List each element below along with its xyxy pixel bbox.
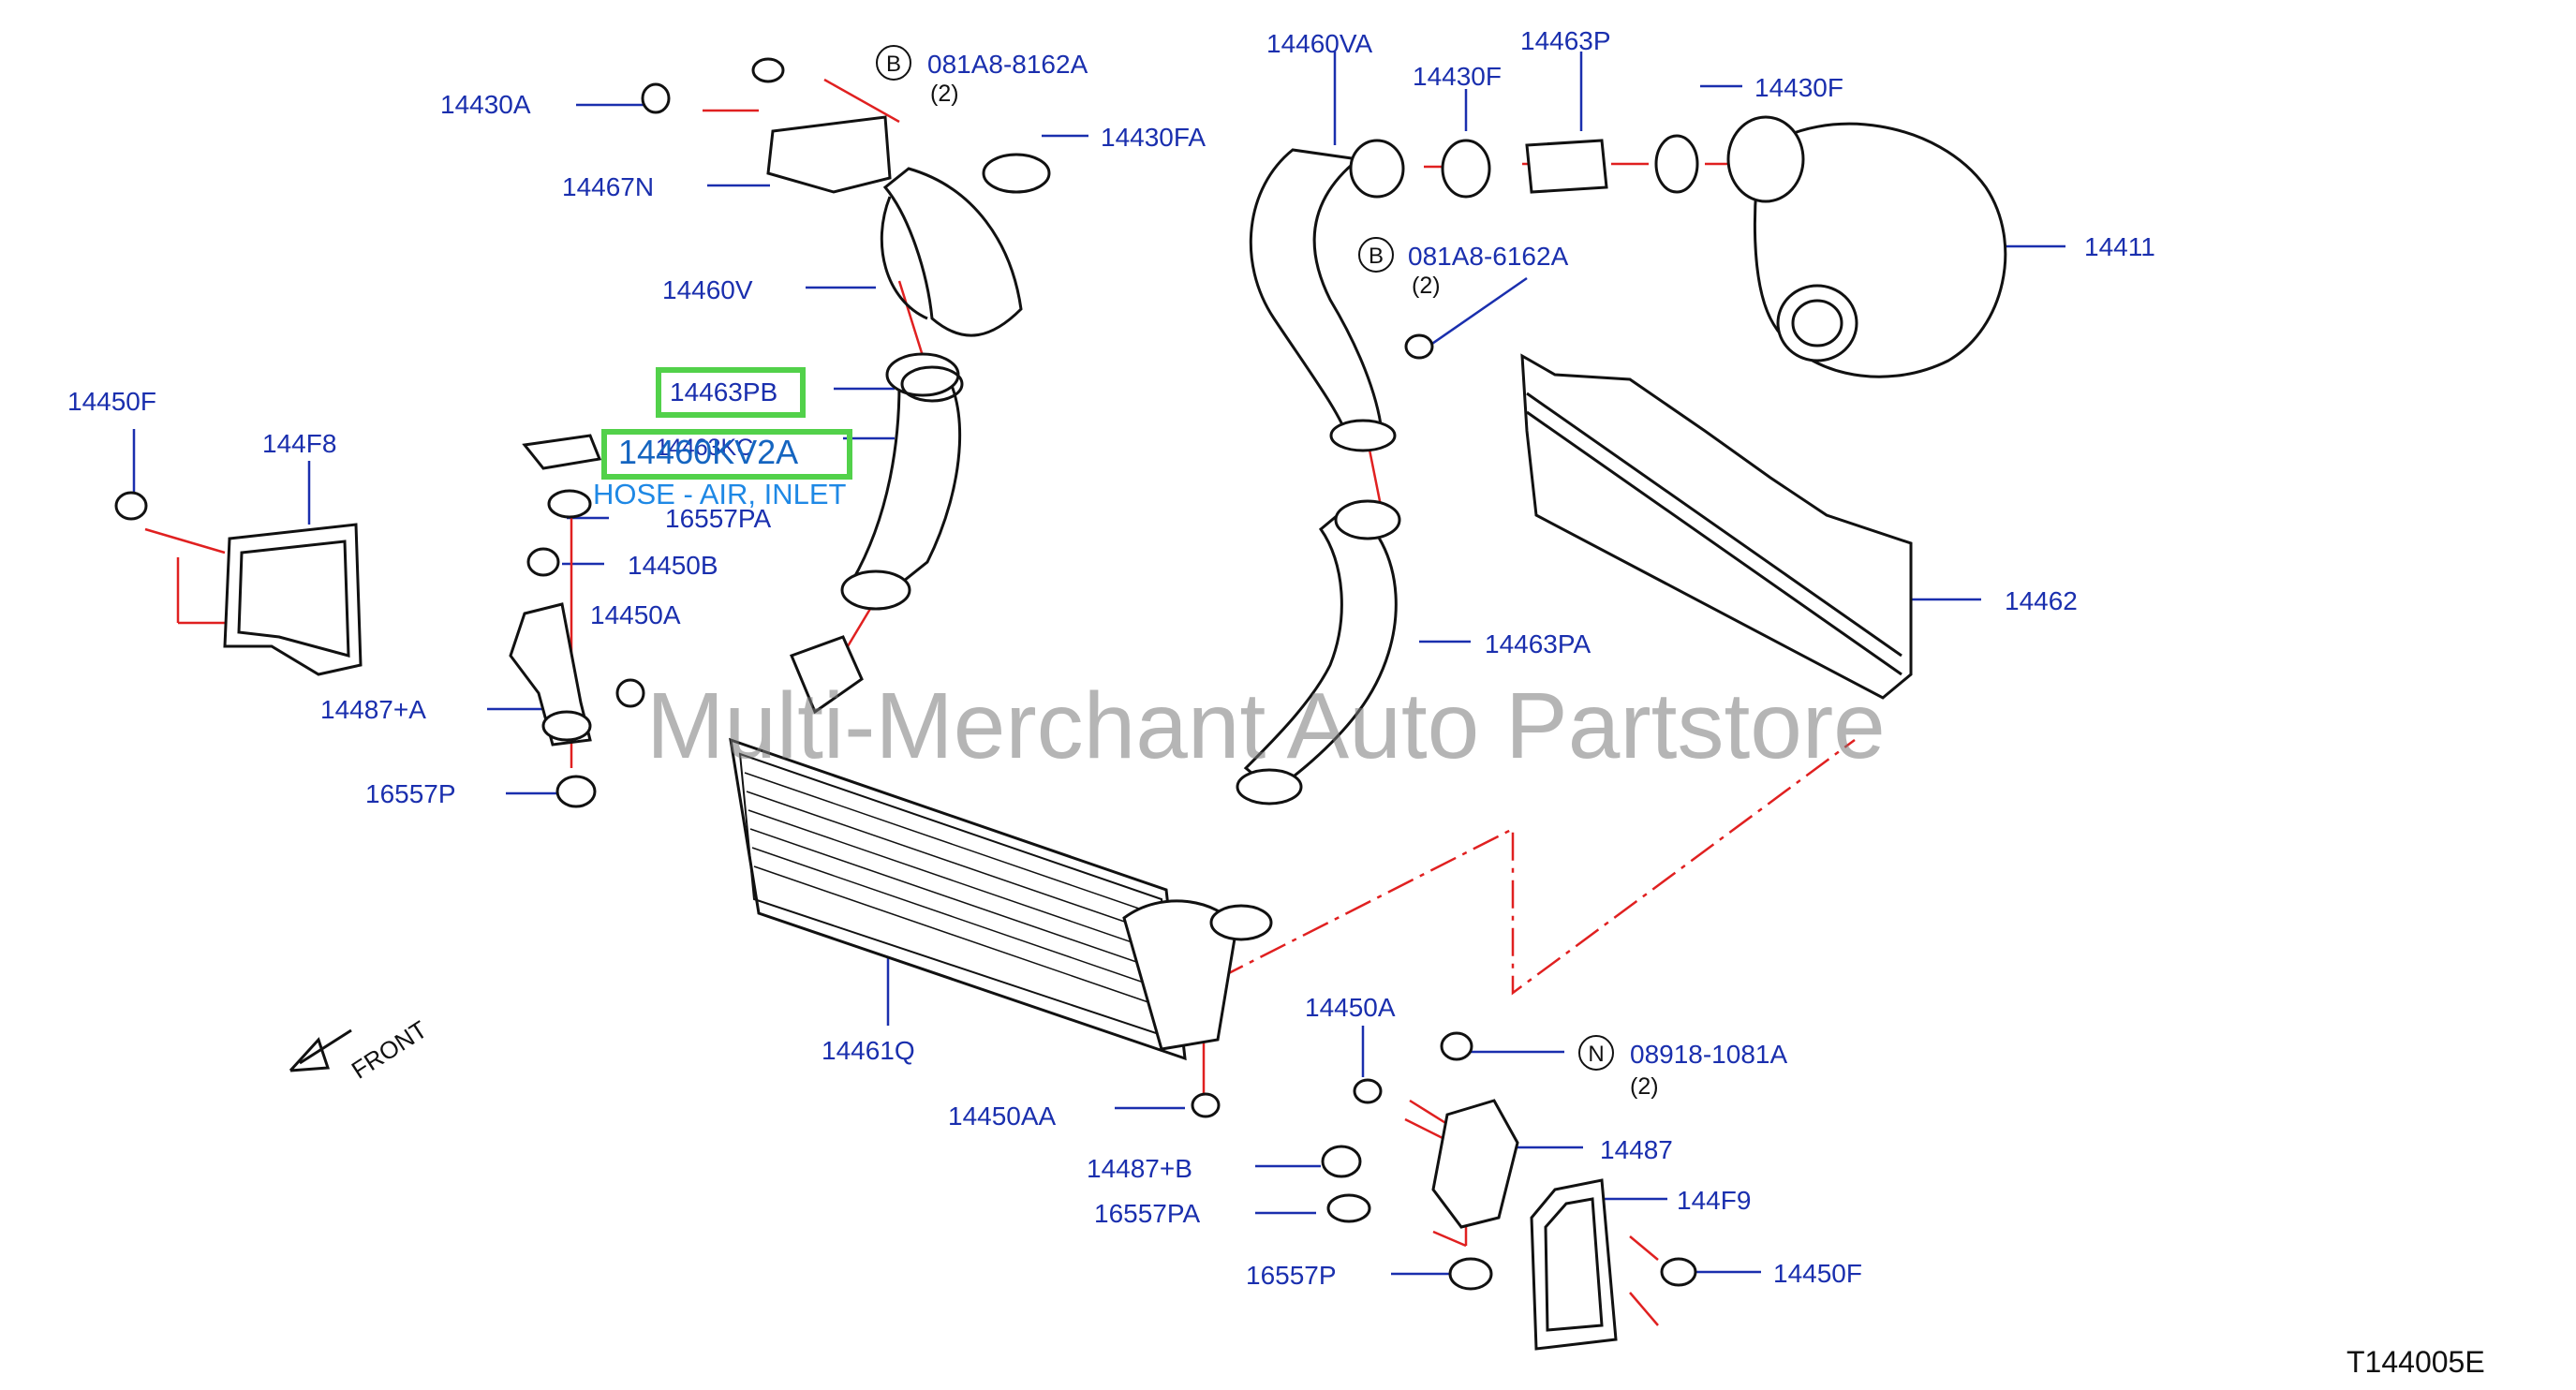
air-guide xyxy=(1520,353,1913,700)
callout-14430F-a[interactable]: 14430F xyxy=(1413,62,1502,91)
bolt-b-marker: B xyxy=(876,45,911,81)
callout-16557PA-bottom[interactable]: 16557PA xyxy=(1094,1199,1201,1228)
callout-14450AA[interactable]: 14450AA xyxy=(948,1102,1057,1131)
callout-14487B[interactable]: 14487+B xyxy=(1087,1154,1192,1183)
callout-14467N[interactable]: 14467N xyxy=(562,172,655,201)
fasteners xyxy=(114,57,1697,1291)
callout-14463PB[interactable]: 14463PB xyxy=(670,377,778,407)
callout-14487[interactable]: 14487 xyxy=(1600,1135,1673,1164)
callout-14430FA[interactable]: 14430FA xyxy=(1101,123,1207,152)
inlet-ducts xyxy=(840,139,1405,941)
nut-n-marker: N xyxy=(1578,1035,1614,1071)
callout-16557P-left[interactable]: 16557P xyxy=(365,779,456,808)
callout-14411[interactable]: 14411 xyxy=(2084,232,2155,261)
callout-08918-1081A[interactable]: 08918-1081A xyxy=(1630,1040,1788,1069)
clamps-hoses xyxy=(900,134,1699,403)
callout-14450F-right[interactable]: 14450F xyxy=(1773,1259,1862,1288)
callout-14487A-left[interactable]: 14487+A xyxy=(320,695,426,724)
diagram-code: T144005E xyxy=(2347,1345,2485,1379)
overlay-highlight[interactable] xyxy=(601,429,852,480)
selected-part-number[interactable]: 14460KV2A xyxy=(618,433,799,471)
callout-14430A[interactable]: 14430A xyxy=(440,90,531,119)
callout-081A8-6162A[interactable]: 081A8-6162A xyxy=(1408,242,1569,271)
callout-14430F-b[interactable]: 14430F xyxy=(1754,73,1843,102)
callout-16557P-bottom[interactable]: 16557P xyxy=(1246,1261,1337,1290)
selected-part-highlight[interactable] xyxy=(656,367,806,418)
watermark: Multi-Merchant Auto Partstore xyxy=(646,673,1886,778)
callout-14463PA[interactable]: 14463PA xyxy=(1485,629,1591,658)
callout-14462[interactable]: 14462 xyxy=(2005,586,2078,615)
callout-14461Q[interactable]: 14461Q xyxy=(822,1036,915,1065)
callout-16557PA-top[interactable]: 16557PA xyxy=(665,504,772,533)
callout-14450F-left[interactable]: 14450F xyxy=(67,387,156,416)
callout-14450A-left[interactable]: 14450A xyxy=(590,600,681,629)
partial-label: 14463KC xyxy=(656,435,754,461)
front-arrow xyxy=(289,1028,352,1072)
callout-14463P[interactable]: 14463P xyxy=(1520,26,1611,55)
bolt-b-marker-2: B xyxy=(1358,237,1394,273)
quantity-081A8-8162A: (2) xyxy=(930,81,959,107)
callout-14460VA[interactable]: 14460VA xyxy=(1266,29,1373,58)
callout-144F9[interactable]: 144F9 xyxy=(1677,1186,1752,1215)
callout-14460V[interactable]: 14460V xyxy=(662,275,753,304)
turbocharger xyxy=(1726,115,2007,378)
callout-144F8[interactable]: 144F8 xyxy=(262,429,337,458)
callout-081A8-8162A[interactable]: 081A8-8162A xyxy=(927,50,1088,79)
intercooler-outline xyxy=(729,635,1238,1061)
quantity-081A8-6162A: (2) xyxy=(1412,273,1441,299)
brackets xyxy=(509,115,1519,1229)
callout-14450A-right[interactable]: 14450A xyxy=(1305,993,1396,1022)
quantity-08918-1081A: (2) xyxy=(1630,1073,1659,1100)
selected-part-description: HOSE - AIR, INLET xyxy=(593,478,847,510)
callout-14450B[interactable]: 14450B xyxy=(628,551,718,580)
side-seals xyxy=(223,523,1618,1351)
